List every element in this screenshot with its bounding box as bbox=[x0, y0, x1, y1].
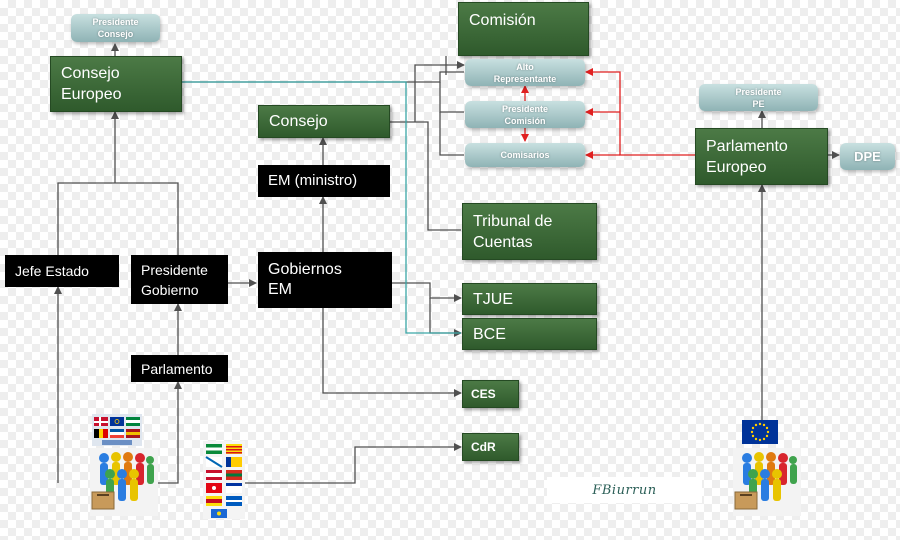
parlamento-europeo-node[interactable]: Parlamento Europeo bbox=[695, 128, 828, 185]
bce-label: BCE bbox=[473, 325, 506, 343]
autonomous-community-flags-image bbox=[203, 441, 245, 519]
dpe-node[interactable]: DPE bbox=[840, 143, 895, 170]
presidente-consejo-label: Presidente Consejo bbox=[92, 17, 139, 39]
alto-representante-node[interactable]: Alto Representante bbox=[465, 59, 585, 86]
line-jefe-estado-to-consejo-europeo bbox=[57, 182, 179, 255]
ces-label: CES bbox=[471, 386, 496, 401]
bce-node[interactable]: BCE bbox=[462, 318, 597, 350]
line-pe-to-alto-representante bbox=[585, 68, 695, 156]
tjue-label: TJUE bbox=[473, 290, 513, 308]
line-gobiernos-to-bce bbox=[429, 298, 462, 337]
presidente-pe-label: Presidente PE bbox=[735, 86, 782, 109]
signature: FBiurrun bbox=[547, 477, 702, 503]
parlamento-europeo-label: Parlamento Europeo bbox=[706, 137, 788, 176]
parlamento-label: Parlamento bbox=[141, 360, 213, 377]
signature-text: FBiurrun bbox=[592, 482, 657, 498]
tjue-node[interactable]: TJUE bbox=[462, 283, 597, 315]
presidente-comision-node[interactable]: Presidente Comisión bbox=[465, 101, 585, 128]
line-regions-to-cdr bbox=[244, 443, 462, 484]
consejo-europeo-label: Consejo Europeo bbox=[61, 65, 122, 103]
gobiernos-em-label: Gobiernos EM bbox=[268, 261, 342, 298]
line-consejo-europeo-to-comision bbox=[182, 71, 464, 83]
alto-representante-label: Alto Representante bbox=[493, 61, 557, 84]
presidente-gobierno-node[interactable]: Presidente Gobierno bbox=[131, 255, 228, 304]
consejo-label: Consejo bbox=[269, 113, 328, 130]
dpe-label: DPE bbox=[854, 148, 881, 164]
presidente-comision-label: Presidente Comisión bbox=[501, 103, 549, 126]
presidente-consejo-node[interactable]: Presidente Consejo bbox=[71, 14, 160, 42]
eu-voters-ballot-box-image bbox=[733, 448, 801, 516]
tribunal-cuentas-node[interactable]: Tribunal de Cuentas bbox=[462, 203, 597, 260]
line-consejo-europeo-to-bce bbox=[182, 81, 461, 334]
tribunal-cuentas-label: Tribunal de Cuentas bbox=[473, 212, 553, 251]
em-ministro-label: EM (ministro) bbox=[268, 172, 358, 189]
comision-node[interactable]: Comisión bbox=[458, 2, 589, 56]
presidente-pe-node[interactable]: Presidente PE bbox=[699, 84, 818, 111]
cdr-label: CdR bbox=[471, 439, 496, 454]
comision-label: Comisión bbox=[469, 12, 536, 29]
line-gobiernos-to-tjue bbox=[392, 282, 462, 302]
line-voters-to-parlamento bbox=[148, 381, 182, 484]
jefe-estado-node[interactable]: Jefe Estado bbox=[5, 255, 119, 287]
line-gobiernos-to-ces bbox=[322, 308, 462, 397]
cdr-node[interactable]: CdR bbox=[462, 433, 519, 461]
jefe-estado-label: Jefe Estado bbox=[15, 263, 89, 279]
eu-flag-image bbox=[742, 420, 778, 444]
presidente-gobierno-label: Presidente Gobierno bbox=[141, 261, 208, 298]
parlamento-node[interactable]: Parlamento bbox=[131, 355, 228, 382]
comisarios-node[interactable]: Comisarios bbox=[465, 143, 585, 167]
em-ministro-node[interactable]: EM (ministro) bbox=[258, 165, 390, 197]
consejo-node[interactable]: Consejo bbox=[258, 105, 390, 138]
voters-ballot-box-image bbox=[90, 448, 158, 516]
eu-member-flags-image bbox=[92, 414, 142, 446]
line-consejo-to-tribunal bbox=[390, 121, 461, 231]
comisarios-label: Comisarios bbox=[500, 150, 550, 160]
gobiernos-em-node[interactable]: Gobiernos EM bbox=[258, 252, 392, 308]
consejo-europeo-node[interactable]: Consejo Europeo bbox=[50, 56, 182, 112]
ces-node[interactable]: CES bbox=[462, 380, 519, 408]
